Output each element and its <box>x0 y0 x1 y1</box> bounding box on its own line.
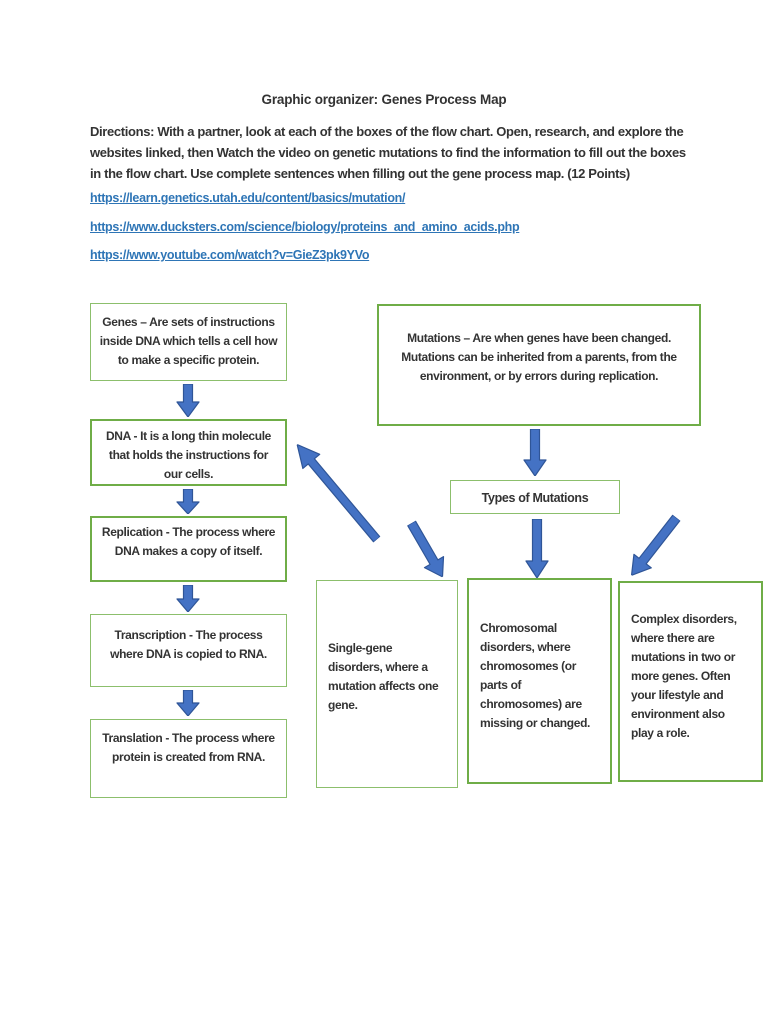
link-youtube-video[interactable]: https://www.youtube.com/watch?v=GieZ3pk9… <box>90 248 370 262</box>
arrow-replication-to-mutations <box>296 443 381 543</box>
link-learn-genetics-utah[interactable]: https://learn.genetics.utah.edu/content/… <box>90 191 406 205</box>
directions-text: Directions: With a partner, look at each… <box>90 124 686 181</box>
arrow-dna-to-replication <box>176 489 200 514</box>
mutations-box: Mutations – Are when genes have been cha… <box>377 304 701 426</box>
arrow-mutations-to-types <box>523 429 547 476</box>
arrow-genes-to-dna <box>176 384 200 417</box>
arrow-replication-to-transcription <box>176 585 200 612</box>
types-of-mutations-box: Types of Mutations <box>450 480 620 514</box>
chromosomal-disorders-box: Chromosomal disorders, where chromosomes… <box>467 578 612 784</box>
dna-box: DNA - It is a long thin molecule that ho… <box>90 419 287 486</box>
arrow-transcription-to-translation <box>176 690 200 716</box>
replication-box: Replication - The process where DNA make… <box>90 516 287 582</box>
arrow-types-to-complex <box>630 514 681 576</box>
link-ducksters-proteins[interactable]: https://www.ducksters.com/science/biolog… <box>90 220 520 234</box>
transcription-box: Transcription - The process where DNA is… <box>90 614 287 687</box>
single-gene-disorders-box: Single-gene disorders, where a mutation … <box>316 580 458 788</box>
genes-box: Genes – Are sets of instructions inside … <box>90 303 287 381</box>
complex-disorders-box: Complex disorders, where there are mutat… <box>618 581 763 782</box>
arrow-types-to-single-gene <box>407 520 445 578</box>
arrow-types-to-chromosomal <box>525 519 549 578</box>
page-title: Graphic organizer: Genes Process Map <box>261 92 507 107</box>
translation-box: Translation - The process where protein … <box>90 719 287 798</box>
